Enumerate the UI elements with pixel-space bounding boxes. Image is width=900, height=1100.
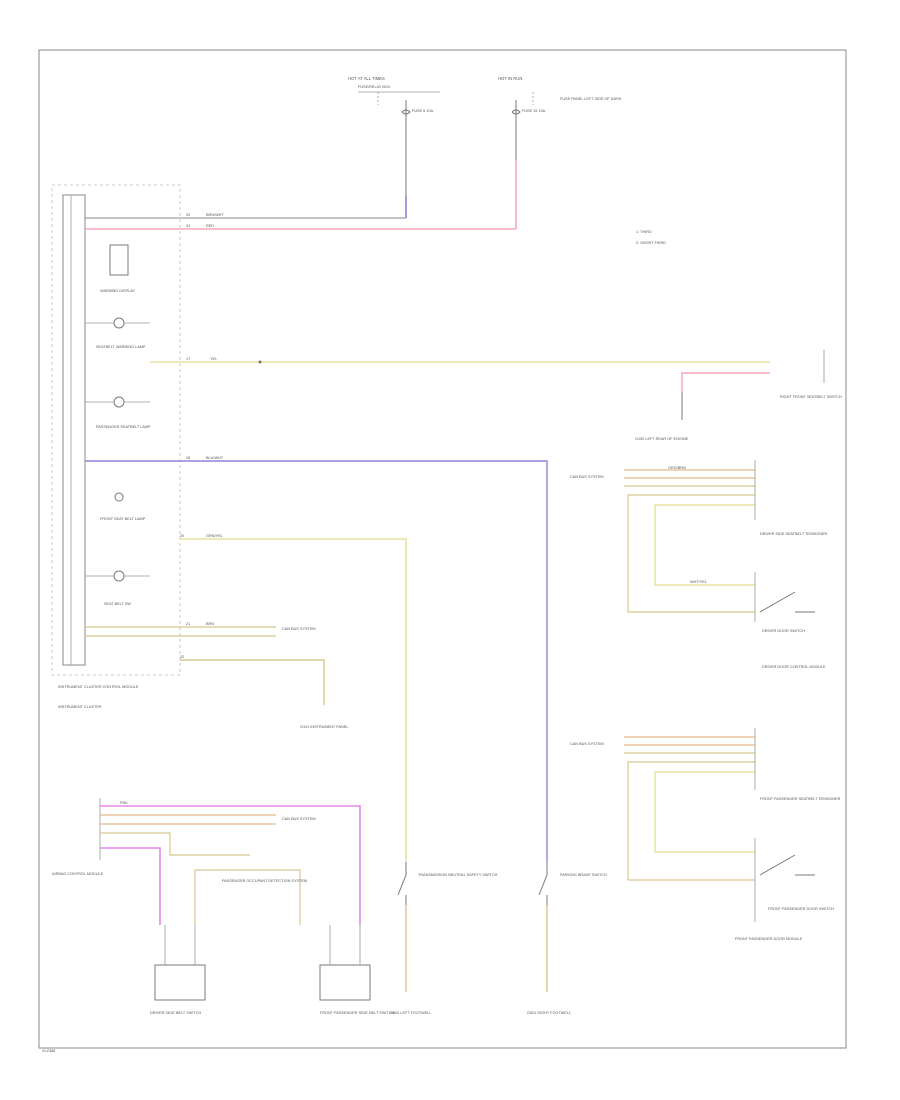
lamp-icon-3: [114, 492, 124, 502]
relay-box-label: FUSE/RELAY BOX: [358, 85, 391, 89]
airbag-module-label: AIRBAG CONTROL MODULE: [52, 872, 104, 876]
hot-at-all-times-label: HOT AT ALL TIMES: [348, 76, 385, 81]
fuse-right-wave: [511, 109, 521, 115]
lamp-icon-1: [113, 317, 125, 329]
ground-label-2: G101 INSTRUMENT PANEL: [300, 725, 348, 729]
pass-seat-switch-box: [319, 964, 371, 1001]
wire-brn-to-sensor: [194, 869, 301, 925]
right-footwell-label: G501 RIGHT FOOTWELL: [527, 1011, 571, 1015]
module2-sensor-label: FRONT PASSENGER DOOR SWITCH: [768, 907, 834, 911]
lamp-icon-4: [113, 570, 125, 582]
pin-label-31: 31: [186, 224, 190, 228]
driver-seat-switch-box: [154, 964, 206, 1001]
fuse-left-wave: [401, 109, 411, 115]
park-switch-area: PARKING BRAKE SWITCH G501 RIGHT FOOTWELL: [527, 862, 607, 1015]
can-bus-label-r1: CAN BUS SYSTEM: [570, 475, 604, 479]
wire-label-grn-yel: GRN/YEL: [206, 534, 223, 538]
trans-switch-label: TRANSMISSION NEUTRAL SAFETY SWITCH: [418, 873, 498, 877]
splice-yellow: [258, 360, 262, 364]
pin-label-18: 18: [186, 456, 190, 460]
pin-label-17: 17: [186, 357, 190, 361]
wire-brn-airbag: [100, 832, 250, 856]
airbag-pnk-label: PNK: [120, 801, 128, 805]
wire-label-red: RED: [206, 224, 214, 228]
wire-label-blu-wht: BLU/WHT: [206, 456, 224, 460]
module1-wire-label: ORG/BRN: [668, 466, 686, 470]
cluster-label-1: INSTRUMENT CLUSTER CONTROL MODULE: [58, 685, 139, 689]
wire-label-yel: YEL: [210, 357, 217, 361]
park-switch-label: PARKING BRAKE SWITCH: [560, 873, 607, 877]
occupant-sensor-label: PASSENGER OCCUPANT DETECTION SYSTEM: [222, 879, 307, 883]
wire-label-brn-wht: BRN/WHT: [206, 213, 224, 217]
module1-sub-label: DRIVER DOOR CONTROL MODULE: [762, 665, 826, 669]
fuse-box-side-label: FUSE PANEL LEFT SIDE OF DASH: [560, 97, 622, 101]
driver-seat-switch-label: DRIVER SEAT BELT SWITCH: [150, 1011, 201, 1015]
trans-switch-area: TRANSMISSION NEUTRAL SAFETY SWITCH G500 …: [390, 862, 498, 1015]
lamp-icon-2: [113, 396, 125, 408]
seat-belt-switch-label: SEAT BELT SW: [104, 602, 131, 606]
pin-label-22: 22: [180, 655, 184, 659]
right-module-1: CAN BUS SYSTEM ORG/BRN WHT/YEL DRIVER SI…: [570, 460, 827, 669]
cluster-connector-bar: [62, 194, 86, 666]
right-module-2: CAN BUS SYSTEM FRONT PASSENGER SEATBELT …: [570, 728, 841, 941]
can-bus-label-r2: CAN BUS SYSTEM: [570, 742, 604, 746]
legend-line-2: 2: SHORT THIRD: [636, 241, 666, 245]
warning-display-label: WARNING DISPLAY: [100, 289, 135, 293]
pin-label-21: 21: [186, 622, 190, 626]
airbag-canbus-label: CAN BUS SYSTEM: [282, 817, 316, 821]
wire-pink-1: [100, 805, 361, 925]
ground-label-1: G100 LEFT REAR OF ENGINE: [635, 437, 689, 441]
module1-switch: [759, 591, 815, 613]
pass-seat-switch-label: FRONT PASSENGER SEAT BELT SWITCH: [320, 1011, 395, 1015]
pin-label-32: 32: [186, 213, 190, 217]
park-switch-symbol: [538, 862, 548, 905]
wire-grn-yel: [180, 538, 407, 862]
passenger-lamp-label: PASSENGER SEATBELT LAMP: [96, 425, 151, 429]
wire-blue-long: [85, 460, 548, 862]
warning-display-box: [109, 244, 129, 276]
wire-label-brn: BRN: [206, 622, 214, 626]
can-bus-label-left: CAN BUS SYSTEM: [282, 627, 316, 631]
wire-cluster-ground: [180, 659, 325, 705]
wire-pink-2: [100, 847, 161, 925]
module2-switch: [759, 854, 815, 876]
trans-switch-symbol: [397, 862, 407, 905]
seat-belt-warning-label: SEATBELT WARNING LAMP: [96, 345, 146, 349]
airbag-area: PNK CAN BUS SYSTEM AIRBAG CONTROL MODULE…: [52, 798, 395, 1015]
figure-code: VLZ388: [42, 1049, 55, 1053]
right-connector-label: RIGHT FRONT SEATBELT SWITCH: [780, 395, 842, 399]
module2-brn-down: [627, 761, 755, 881]
fuse-relay-area: HOT AT ALL TIMES HOT IN RUN FUSE/RELAY B…: [348, 76, 622, 140]
module1-brn-down: [627, 494, 755, 613]
instrument-cluster: INSTRUMENT CLUSTER CONTROL MODULE INSTRU…: [51, 184, 181, 709]
module2-title: FRONT PASSENGER SEATBELT TENSIONER: [760, 797, 841, 801]
cluster-dashed-box: [51, 184, 181, 676]
module1-title: DRIVER SIDE SEATBELT TENSIONER: [760, 532, 827, 536]
legend-line-1: 1: THIRD: [636, 230, 652, 234]
module1-wht-yel: WHT/YEL: [690, 580, 707, 584]
diagram-frame: [38, 49, 847, 1049]
module2-yellow-loop: [654, 771, 755, 853]
front-seat-belt-label: FRONT SEAT BELT LAMP: [100, 517, 146, 521]
wire-red-right-branch: [681, 372, 770, 392]
fuse-right-label: FUSE 15 10A: [522, 109, 546, 113]
left-footwell-label: G500 LEFT FOOTWELL: [390, 1011, 432, 1015]
module1-yellow-loop: [654, 504, 755, 586]
hot-run-label: HOT IN RUN: [498, 76, 522, 81]
cluster-label-2: INSTRUMENT CLUSTER: [58, 705, 102, 709]
module1-sensor-label: DRIVER DOOR SWITCH: [762, 629, 805, 633]
fuse-left-label: FUSE 5 10A: [412, 109, 434, 113]
module2-sub-label: FRONT PASSENGER DOOR MODULE: [735, 937, 803, 941]
pin-label-20: 20: [180, 534, 184, 538]
